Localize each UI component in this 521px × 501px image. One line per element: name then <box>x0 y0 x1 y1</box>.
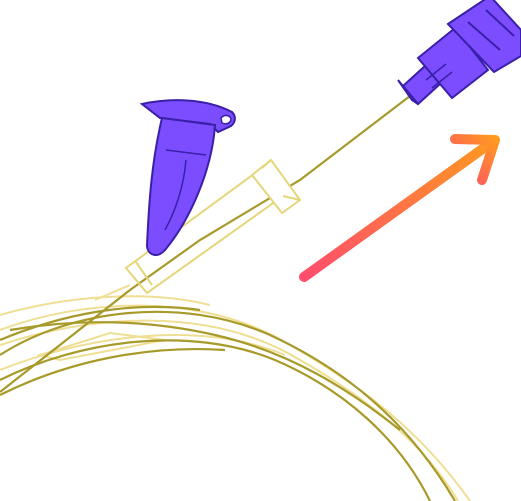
wire-coil-dark <box>0 305 456 501</box>
sheath-sleeve-icon <box>124 158 302 295</box>
wire-coil <box>0 295 471 501</box>
sample-tube-icon <box>139 99 236 256</box>
luer-connector-icon <box>397 0 521 106</box>
direction-arrow-icon <box>299 134 500 282</box>
wire-coil-light <box>0 295 471 501</box>
guide-wire <box>0 95 411 393</box>
